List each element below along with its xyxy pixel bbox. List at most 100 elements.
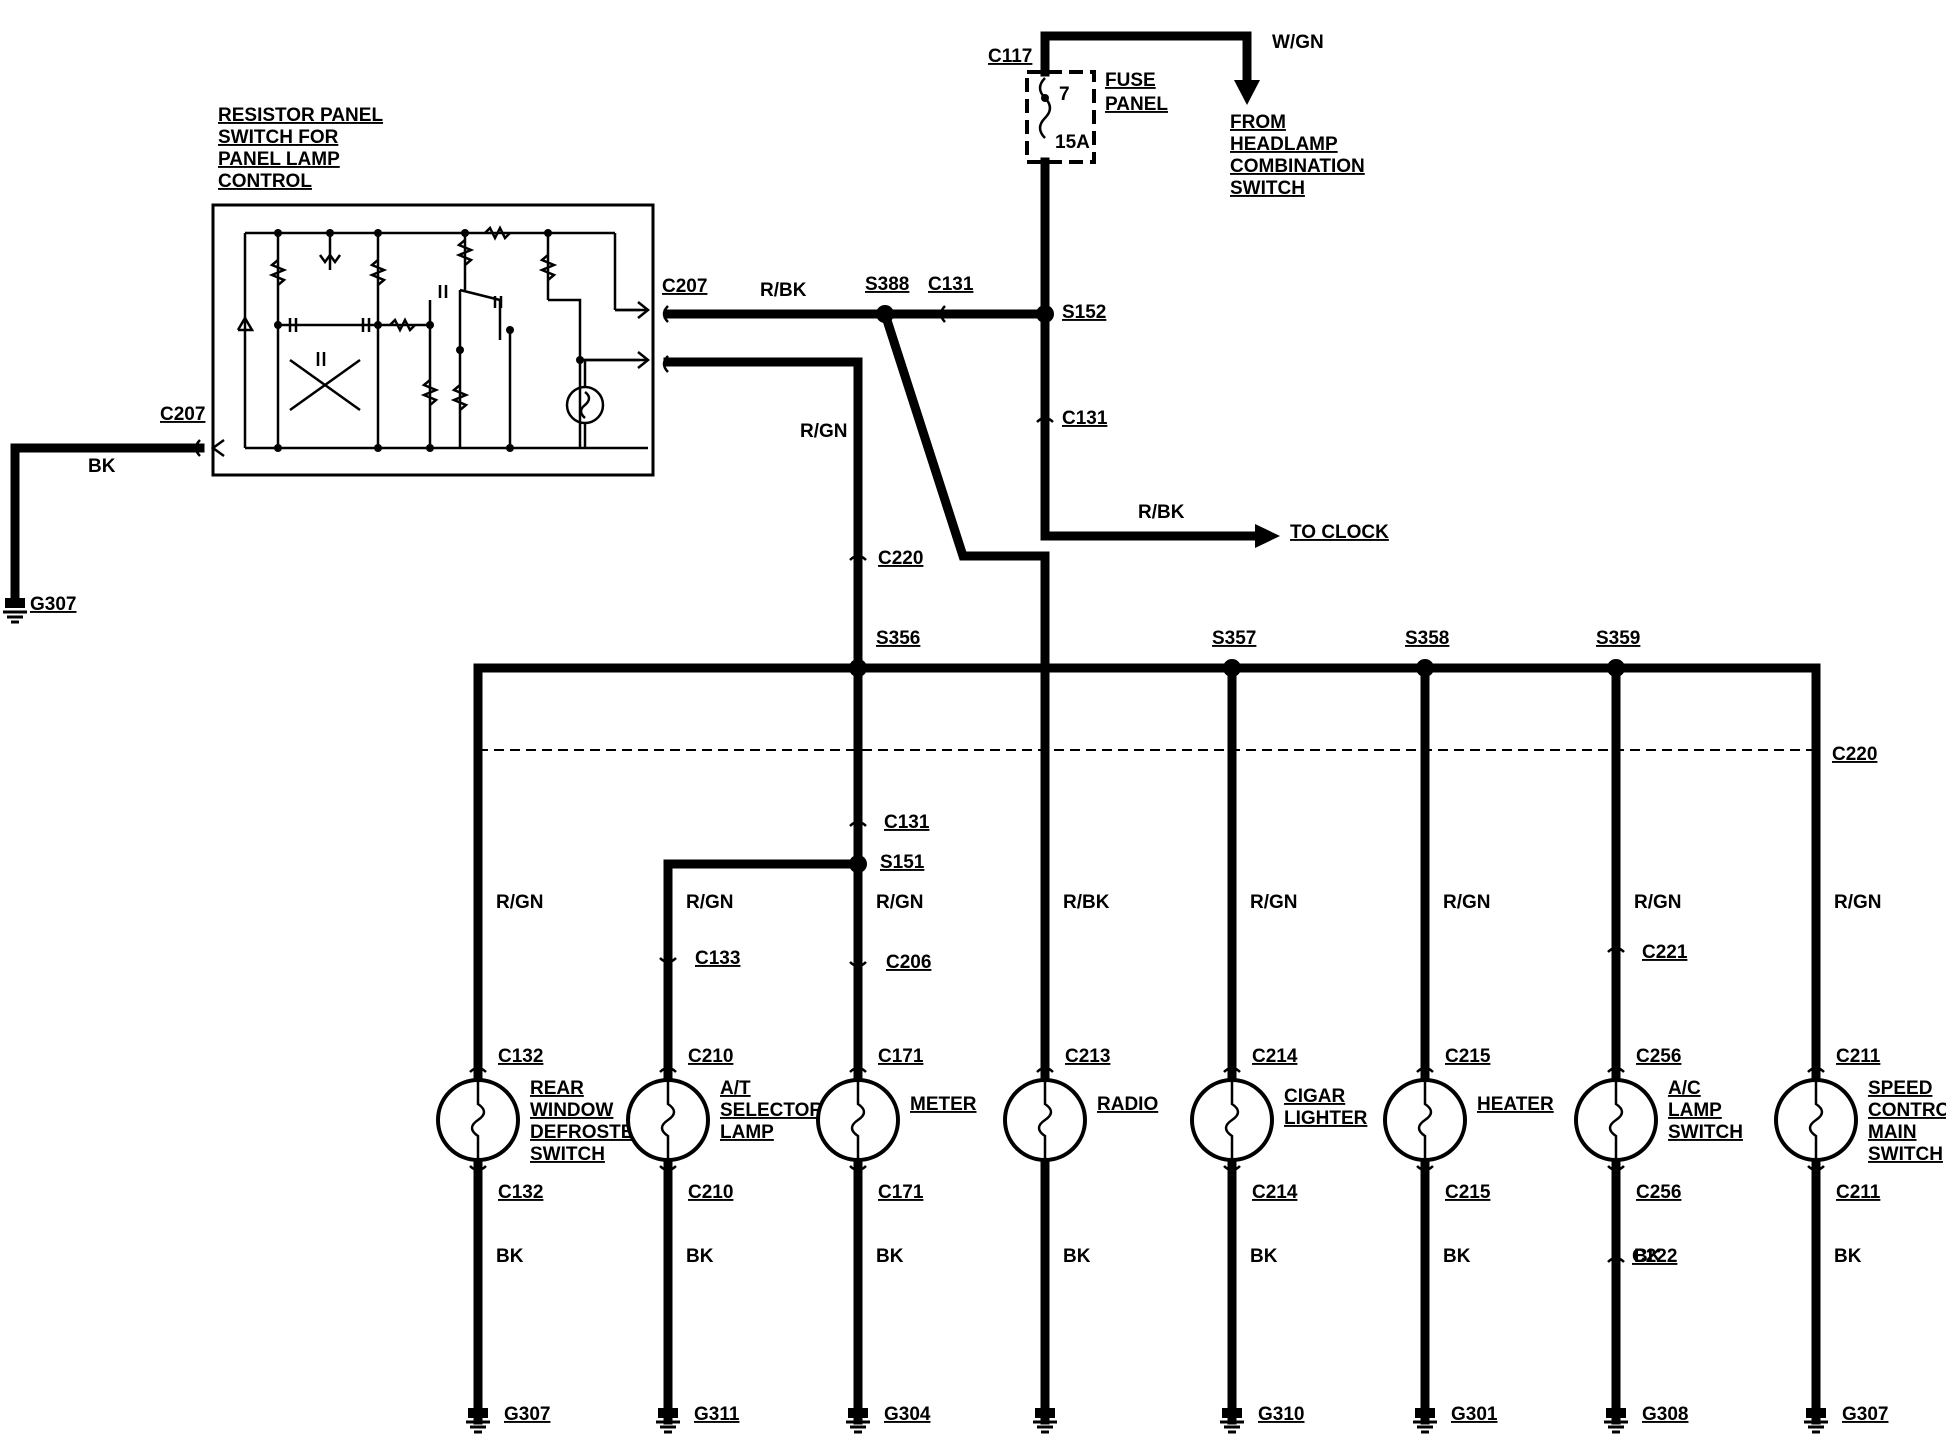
lamp-bottom-connector-symbol — [659, 1165, 677, 1172]
lamp-label-line: CONTROL — [1868, 1100, 1946, 1121]
lamp-label-line: CIGAR — [1284, 1086, 1346, 1107]
lamp-bottom-connector-symbol — [1223, 1165, 1241, 1172]
lamp-label-line: SWITCH — [1868, 1144, 1943, 1165]
source-label-line-2: HEADLAMP — [1230, 134, 1338, 155]
splice-s358-label: S358 — [1405, 628, 1449, 649]
ground-symbol-icon — [466, 1408, 490, 1434]
lamp-top-connector-label: C256 — [1636, 1046, 1681, 1067]
lamp-ground-label: G304 — [884, 1404, 931, 1425]
to-clock-wire-color: R/BK — [1138, 502, 1185, 523]
source-wire-color: W/GN — [1272, 32, 1324, 53]
c133-connector-symbol — [659, 957, 677, 964]
lamp-feed-color: R/GN — [496, 892, 544, 913]
c206-label: C206 — [886, 952, 931, 973]
c221-label: C221 — [1642, 942, 1688, 963]
ground-symbol-icon — [1604, 1408, 1628, 1434]
splice-s152-label: S152 — [1062, 302, 1106, 323]
splice-s152-dot — [1036, 305, 1054, 323]
lamp-bottom-connector-label: C171 — [878, 1182, 924, 1203]
module-box — [211, 203, 655, 477]
lamp-ground-label: G301 — [1451, 1404, 1498, 1425]
ground-symbol-icon — [656, 1408, 680, 1434]
fuse-panel-box — [1025, 70, 1096, 164]
splice-s151-dot — [849, 855, 867, 873]
lamp-ground-label: G308 — [1642, 1404, 1688, 1425]
module-title-line-3: PANEL LAMP — [218, 149, 340, 170]
at-selector-feed-wire — [663, 859, 863, 1425]
module-title-line-1: RESISTOR PANEL — [218, 105, 383, 126]
lamp-bottom-connector-label: C256 — [1636, 1182, 1681, 1203]
module-ground-label: G307 — [30, 594, 76, 615]
lamp-feed-color: R/GN — [1443, 892, 1491, 913]
module-output-rgn-label: R/GN — [800, 421, 848, 442]
lamp-label-line: MAIN — [1868, 1122, 1917, 1143]
lamp-bottom-connector-symbol — [1416, 1165, 1434, 1172]
lamp-top-connector-symbol — [1036, 1066, 1054, 1073]
c220-a-connector-symbol — [849, 554, 867, 561]
lamp-bottom-connector-label: C132 — [498, 1182, 543, 1203]
lamp-label-line: RADIO — [1097, 1094, 1158, 1115]
lamp-feed-color: R/BK — [1063, 892, 1110, 913]
lamp-feed-color: R/GN — [1834, 892, 1882, 913]
lamp-filament-icon — [470, 1080, 486, 1160]
module-connector-right: C207 — [662, 276, 707, 297]
resistor-panel-module: RESISTOR PANEL SWITCH FOR PANEL LAMP CON… — [210, 105, 655, 477]
splice-s357-label: S357 — [1212, 628, 1256, 649]
lamp-ground-wire-color: BK — [1834, 1246, 1862, 1267]
lamp-top-connector-label: C132 — [498, 1046, 543, 1067]
source-wire — [1040, 31, 1252, 85]
fuse-connector-label: C117 — [988, 46, 1032, 67]
lamp-bottom-connector-symbol — [849, 1165, 867, 1172]
ground-symbol-icon — [1413, 1408, 1437, 1434]
lamp-column-8: R/GNC211SPEEDCONTROLMAINSWITCHC211BKG307 — [1774, 892, 1946, 1434]
lamp-ground-label: G307 — [1842, 1404, 1888, 1425]
lamp-label-line: SWITCH — [530, 1144, 605, 1165]
module-title-line-4: CONTROL — [218, 171, 312, 192]
splice-s356-label: S356 — [876, 628, 920, 649]
lamp-label-line: LAMP — [720, 1122, 774, 1143]
module-internal-schematic — [236, 225, 648, 450]
lamp-feed-color: R/GN — [686, 892, 734, 913]
c131-b-label: C131 — [1062, 408, 1108, 429]
to-clock-arrow-icon — [1255, 524, 1280, 548]
lamp-feed-color: R/GN — [876, 892, 924, 913]
c131-a-label: C131 — [928, 274, 974, 295]
c133-label: C133 — [695, 948, 740, 969]
lamp-label-line: A/T — [720, 1078, 751, 1099]
lamp-ground-wire-color: BK — [1443, 1246, 1471, 1267]
lamp-label-line: WINDOW — [530, 1100, 613, 1121]
splice-s359-label: S359 — [1596, 628, 1640, 649]
lamp-top-connector-label: C211 — [1836, 1046, 1881, 1067]
lamp-top-connector-label: C210 — [688, 1046, 733, 1067]
source-label-line-3: COMBINATION — [1230, 156, 1365, 177]
fuse-dot — [1041, 94, 1049, 102]
lamp-ground-wire-color: BK — [496, 1246, 524, 1267]
lamp-ground-label: G311 — [694, 1404, 740, 1425]
ground-symbol-icon — [1804, 1408, 1828, 1434]
lamp-top-connector-label: C214 — [1252, 1046, 1298, 1067]
ground-symbol-icon — [1220, 1408, 1244, 1434]
lamp-filament-icon — [660, 1080, 676, 1160]
lamp-ground-wire-color: BK — [876, 1246, 904, 1267]
lamp-label-line: SELECTOR — [720, 1100, 823, 1121]
lamp-columns: R/GNC132REARWINDOWDEFROSTERSWITCHC132BKG… — [436, 892, 1946, 1434]
rgn-bus-wire — [473, 663, 1821, 1425]
lamp-ground-wire-color: BK — [686, 1246, 714, 1267]
lamp-ground-wire-color: BK — [1063, 1246, 1091, 1267]
module-title-line-2: SWITCH FOR — [218, 127, 339, 148]
lamp-bottom-connector-label: C214 — [1252, 1182, 1298, 1203]
c207-left-connector-symbol — [194, 439, 201, 457]
ground-symbol-icon — [846, 1408, 870, 1434]
module-output-rbk-label: R/BK — [760, 280, 807, 301]
c131-c-label: C131 — [884, 812, 930, 833]
fuse-label-line-1: FUSE — [1105, 70, 1156, 91]
source-label-line-4: SWITCH — [1230, 178, 1305, 199]
fuse-element-icon — [1038, 77, 1052, 139]
lamp-bottom-connector-symbol — [469, 1165, 487, 1172]
source-arrow-icon — [1234, 80, 1260, 105]
c131-a-connector-symbol — [939, 305, 946, 323]
